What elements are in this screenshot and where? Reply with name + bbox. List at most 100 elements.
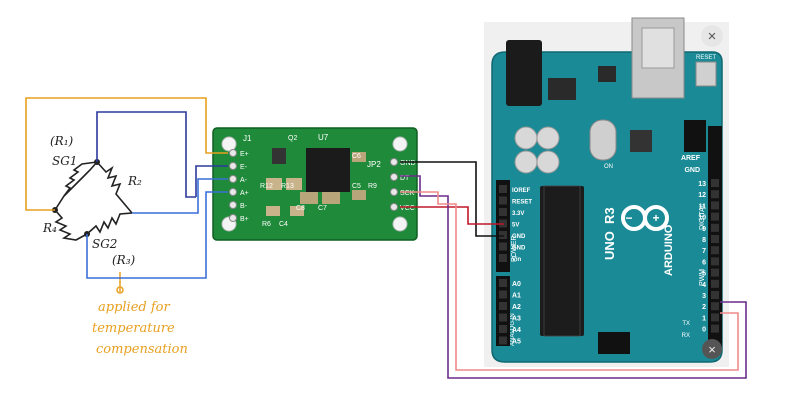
aref-pin-label: AREF — [681, 155, 701, 162]
r1-label: (R₁) — [50, 134, 74, 148]
capacitor-4 — [536, 150, 560, 174]
hx711-pad — [390, 158, 398, 166]
power-pin-label: GND — [512, 234, 526, 240]
wire-sck — [400, 191, 739, 371]
hx711-right-pin-label: DT — [400, 175, 410, 182]
power-pin-label: GND — [512, 246, 526, 252]
arduino-logo: − + — [621, 205, 669, 231]
power-pin-socket — [499, 242, 507, 251]
hx711-pad — [229, 214, 237, 222]
reset-button[interactable] — [695, 61, 717, 87]
close-button-top[interactable]: × — [701, 25, 723, 47]
r9-label: R9 — [368, 183, 377, 190]
digital-pin-socket — [711, 302, 719, 311]
r3-label: (R₃) — [112, 253, 136, 267]
close-icon: × — [708, 342, 716, 357]
close-button-bottom[interactable]: × — [702, 339, 722, 359]
capacitor-3 — [514, 150, 538, 174]
digital-pin-label: 8 — [702, 237, 706, 244]
sg2-label: SG2 — [92, 237, 117, 251]
c4-label: C4 — [279, 221, 288, 228]
analog-pin-label: A3 — [512, 316, 521, 323]
dc-power-jack — [506, 40, 542, 106]
analog-pin-socket — [499, 279, 507, 287]
analog-pin-label: A0 — [512, 281, 521, 288]
power-pin-socket — [499, 231, 507, 239]
wire-gnd — [400, 161, 504, 237]
icsp-header-top — [684, 120, 706, 152]
analog-pin-label: A5 — [512, 339, 521, 346]
wires — [25, 97, 747, 379]
r13-label: R13 — [281, 183, 294, 190]
hx711-left-pin-label: B+ — [240, 216, 249, 223]
digital-pin-socket — [711, 223, 719, 232]
note-line-2: temperature — [92, 321, 175, 336]
hx711-left-pin-label: A+ — [240, 190, 249, 197]
q2-transistor — [272, 148, 286, 164]
uno-rev-label: R3 — [602, 207, 617, 224]
r6-label: R6 — [262, 221, 271, 228]
digital-pin-socket — [711, 246, 719, 255]
power-pin-label: IOREF — [512, 188, 531, 194]
analog-in-label: ANALOG IN — [510, 313, 516, 346]
analog-pin-label: A4 — [512, 327, 521, 334]
hx711-pad — [390, 188, 398, 196]
crystal — [589, 119, 617, 161]
hx711-pad — [390, 203, 398, 211]
power-pin-label: RESET — [512, 200, 532, 206]
q2-label: Q2 — [288, 135, 297, 142]
power-pin-label: 5V — [512, 223, 519, 229]
note-line-1: applied for — [98, 300, 170, 315]
wire-a-plus — [132, 178, 228, 214]
digital-pin-socket — [711, 257, 719, 266]
voltage-regulator — [548, 78, 576, 100]
power-pin-label: Vin — [512, 257, 522, 263]
hx711-left-pin-label: B- — [240, 203, 248, 210]
jp2-label: JP2 — [367, 160, 381, 169]
digital-pin-label: 7 — [702, 248, 706, 255]
j1-label: J1 — [243, 134, 252, 143]
digital-pin-label: 12 — [698, 192, 706, 199]
hx711-pad — [229, 162, 237, 170]
c6-label: C6 — [352, 153, 361, 160]
hx711-left-pin-label: E- — [240, 164, 248, 171]
wire-e-minus — [96, 111, 196, 198]
digital-pin-socket — [711, 313, 719, 322]
r2-resistor — [96, 161, 133, 214]
reset-label: RESET — [696, 55, 716, 61]
digital-pin-label: 0 — [702, 327, 706, 334]
hx711-module: J1 JP2 U7 Q2 C6 R12 R13 R6 C4 C8 C7 C5 R… — [212, 127, 418, 241]
c7-label: C7 — [318, 205, 327, 212]
close-icon: × — [708, 28, 717, 45]
wheatstone-bridge — [54, 161, 133, 241]
power-pin-labels: IOREF RESET 3.3V 5V GND GND Vin — [499, 185, 532, 263]
power-pin-label: 3.3V — [512, 211, 524, 217]
hx711-right-pin-label: SCK — [400, 190, 415, 197]
sg1-label: SG1 — [52, 154, 77, 168]
power-pin-socket — [499, 185, 507, 193]
power-pin-socket — [499, 196, 507, 205]
analog-pin-label: A2 — [512, 304, 521, 311]
on-led-label: ON — [604, 164, 613, 170]
digital-pin-socket — [711, 212, 719, 221]
digital-pin-label: 13 — [698, 181, 706, 188]
r4-label: R₄ — [42, 221, 57, 235]
svg-text:+: + — [652, 211, 659, 225]
gnd-pin-label: GND — [684, 167, 700, 174]
analog-pin-socket — [499, 302, 507, 310]
mount-hole-tl — [221, 136, 237, 152]
power-pin-socket — [499, 254, 507, 262]
mount-hole-br — [392, 216, 408, 232]
c8-label: C8 — [296, 205, 305, 212]
r12-label: R12 — [260, 183, 273, 190]
hx711-pad — [229, 175, 237, 183]
arduino-uno-board: RESET − + UNO R3 ARDUINO — [484, 17, 729, 367]
digital-pin-label: 1 — [702, 315, 706, 322]
arduino-brand: ARDUINO — [663, 224, 675, 276]
hx711-left-pins: E+E-A-A+B-B+ — [229, 149, 249, 223]
pwm-label: PWM — [699, 269, 706, 286]
